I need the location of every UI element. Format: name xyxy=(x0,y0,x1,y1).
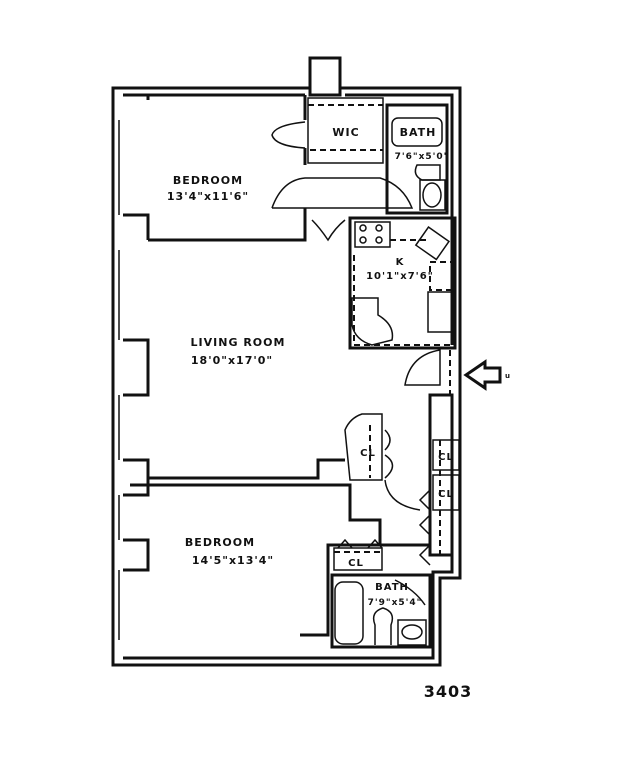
entry-arrow-label: u xyxy=(505,372,511,380)
closet-bedroom2-label: CL xyxy=(348,558,364,569)
closet-living-label: CL xyxy=(360,448,376,459)
unit-number: 3403 xyxy=(424,682,473,701)
bedroom2-size: 14'5"x13'4" xyxy=(192,554,274,567)
closet-hall1-label: CL xyxy=(438,452,454,463)
wic-walls xyxy=(307,97,384,164)
living-room-label: LIVING ROOM xyxy=(191,336,286,349)
kitchen-label: K xyxy=(396,257,405,268)
entry-door xyxy=(404,349,451,395)
wic-label: WIC xyxy=(332,126,359,139)
bedroom1-label: BEDROOM xyxy=(173,174,243,187)
bath1-size: 7'6"x5'0" xyxy=(395,152,450,162)
bath1-fixtures xyxy=(385,103,449,215)
kitchen-size: 10'1"x7'6" xyxy=(366,271,434,282)
bedroom2-walls xyxy=(130,483,432,649)
bath2-size: 7'9"x5'4" xyxy=(368,598,423,608)
living-room-size: 18'0"x17'0" xyxy=(191,354,273,367)
closet-hall2-label: CL xyxy=(438,489,454,500)
bedroom1-walls xyxy=(146,95,414,242)
columns xyxy=(123,213,150,572)
living-walls xyxy=(148,393,460,566)
bedroom1-size: 13'4"x11'6" xyxy=(167,190,249,203)
kitchen-fixtures xyxy=(348,216,457,350)
bedroom2-label: BEDROOM xyxy=(185,536,255,549)
bath1-label: BATH xyxy=(400,126,437,139)
entry-arrow-icon xyxy=(463,359,502,391)
bath2-label: BATH xyxy=(375,582,409,593)
